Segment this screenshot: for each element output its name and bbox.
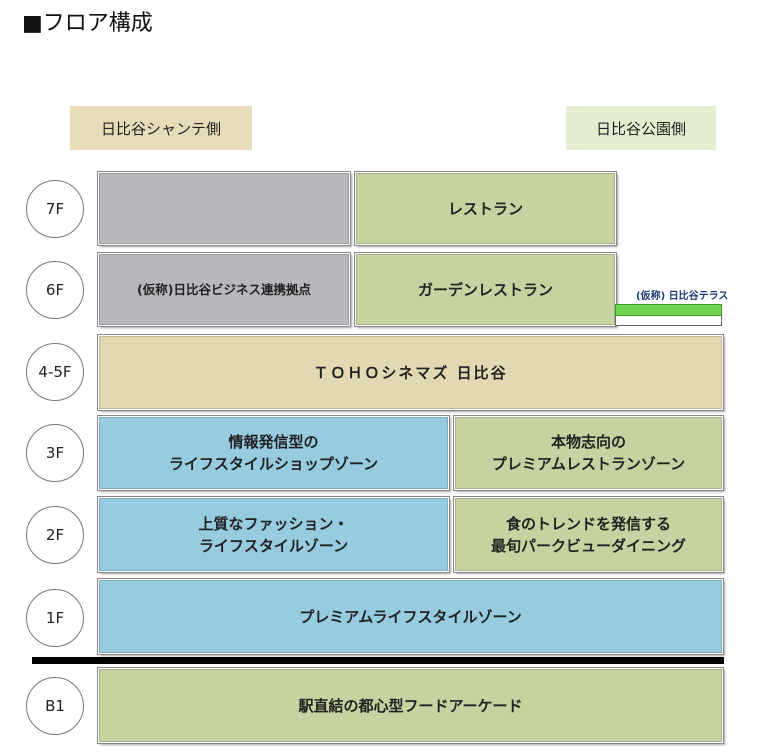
- zone-2f-fashion-lifestyle: 上質なファッション・ ライフスタイルゾーン: [97, 496, 450, 573]
- floor-badge-b1: B1: [26, 677, 84, 735]
- zone-2f-fashion-lifestyle-line1: 上質なファッション・: [198, 514, 349, 533]
- zone-3f-premium-restaurant: 本物志向の プレミアムレストランゾーン: [453, 415, 724, 491]
- floor-badge-1f: 1F: [26, 589, 84, 647]
- terrace-deck: [615, 316, 722, 326]
- zone-4-5f-cinema-label: ＴＯＨＯシネマズ 日比谷: [313, 363, 508, 382]
- page-title: ■フロア構成: [22, 11, 153, 36]
- side-label-hibiya-park: 日比谷公園側: [566, 106, 716, 150]
- zone-3f-lifestyle-shop-line2: ライフスタイルショップゾーン: [168, 455, 379, 473]
- zone-6f-business-hub: (仮称)日比谷ビジネス連携拠点: [97, 252, 351, 327]
- zone-2f-park-view-dining: 食のトレンドを発信する 最旬パークビューダイニング: [453, 496, 724, 573]
- zone-6f-business-hub-label: (仮称)日比谷ビジネス連携拠点: [137, 281, 311, 297]
- zone-2f-park-view-dining-line1: 食のトレンドを発信する: [505, 514, 671, 533]
- zone-b1-food-arcade-label: 駅直結の都心型フードアーケード: [298, 696, 523, 715]
- zone-1f-premium-lifestyle: プレミアムライフスタイルゾーン: [97, 578, 724, 655]
- floor-badge-6f: 6F: [26, 261, 84, 319]
- terrace-label: (仮称) 日比谷テラス: [636, 291, 729, 302]
- zone-4-5f-cinema: ＴＯＨＯシネマズ 日比谷: [97, 334, 724, 411]
- zone-6f-garden-restaurant-label: ガーデンレストラン: [417, 280, 553, 299]
- zone-6f-garden-restaurant: ガーデンレストラン: [354, 252, 617, 327]
- ground-level-line: [32, 657, 724, 664]
- zone-3f-lifestyle-shop-line1: 情報発信型の: [228, 433, 319, 451]
- terrace-bar: [615, 304, 722, 316]
- floor-badge-2f: 2F: [26, 506, 84, 564]
- side-label-hibiya-chanter: 日比谷シャンテ側: [70, 106, 252, 150]
- zone-3f-lifestyle-shop: 情報発信型の ライフスタイルショップゾーン: [97, 415, 450, 491]
- zone-7f-restaurant: レストラン: [354, 171, 617, 246]
- zone-b1-food-arcade: 駅直結の都心型フードアーケード: [97, 667, 724, 744]
- zone-3f-premium-restaurant-line1: 本物志向の: [550, 433, 626, 451]
- zone-3f-premium-restaurant-line2: プレミアムレストランゾーン: [491, 455, 686, 473]
- zone-7f-left: [97, 171, 351, 246]
- zone-7f-restaurant-label: レストラン: [447, 199, 523, 218]
- floor-badge-4-5f: 4-5F: [26, 343, 84, 401]
- floor-badge-3f: 3F: [26, 424, 84, 482]
- floor-badge-7f: 7F: [26, 180, 84, 238]
- zone-2f-park-view-dining-line2: 最旬パークビューダイニング: [490, 536, 686, 555]
- zone-1f-premium-lifestyle-label: プレミアムライフスタイルゾーン: [299, 607, 522, 626]
- zone-2f-fashion-lifestyle-line2: ライフスタイルゾーン: [198, 536, 349, 555]
